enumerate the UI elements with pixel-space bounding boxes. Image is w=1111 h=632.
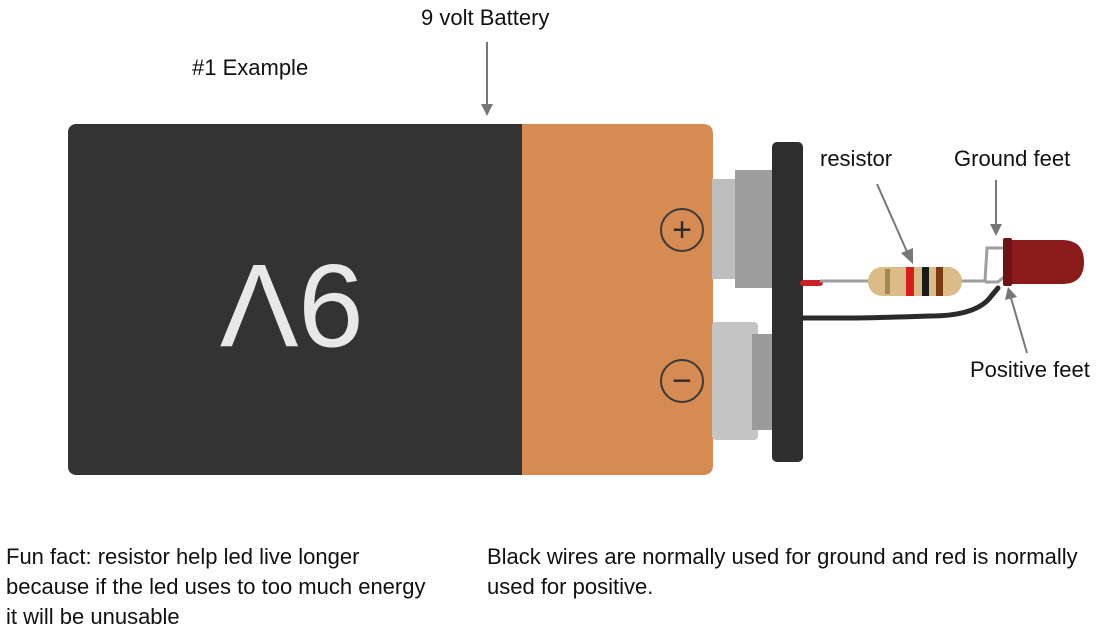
resistor-label: resistor	[820, 146, 893, 171]
minus-sign: −	[672, 362, 692, 400]
battery-copper-end	[522, 124, 713, 475]
battery-voltage-marking: 9V	[220, 239, 365, 371]
ground-feet-label-arrow	[990, 180, 1002, 236]
positive-feet-label: Positive feet	[970, 357, 1090, 382]
battery-snap-connector	[772, 142, 803, 462]
positive-terminal-symbol	[660, 208, 704, 252]
battery-label: 9 volt Battery	[421, 5, 550, 30]
ground-feet-label: Ground feet	[954, 146, 1071, 171]
fun-fact-note: Fun fact: resistor help led live longer …	[6, 544, 426, 629]
resistor-body	[868, 267, 962, 296]
negative-terminal-symbol	[660, 359, 704, 403]
battery-body	[68, 124, 530, 475]
negative-terminal	[712, 322, 758, 440]
plus-sign: +	[672, 211, 692, 249]
positive-feet-label-arrow	[1005, 287, 1028, 354]
battery: 9V + −	[68, 124, 803, 475]
led-dome	[1008, 240, 1084, 284]
wire-color-note: Black wires are normally used for ground…	[487, 544, 1078, 599]
black-wire	[800, 285, 1001, 321]
red-wire	[800, 279, 865, 286]
example-label: #1 Example	[192, 55, 309, 80]
battery-label-arrow	[481, 42, 493, 116]
resistor	[860, 267, 985, 296]
led	[983, 238, 1084, 286]
resistor-label-arrow	[876, 183, 913, 264]
